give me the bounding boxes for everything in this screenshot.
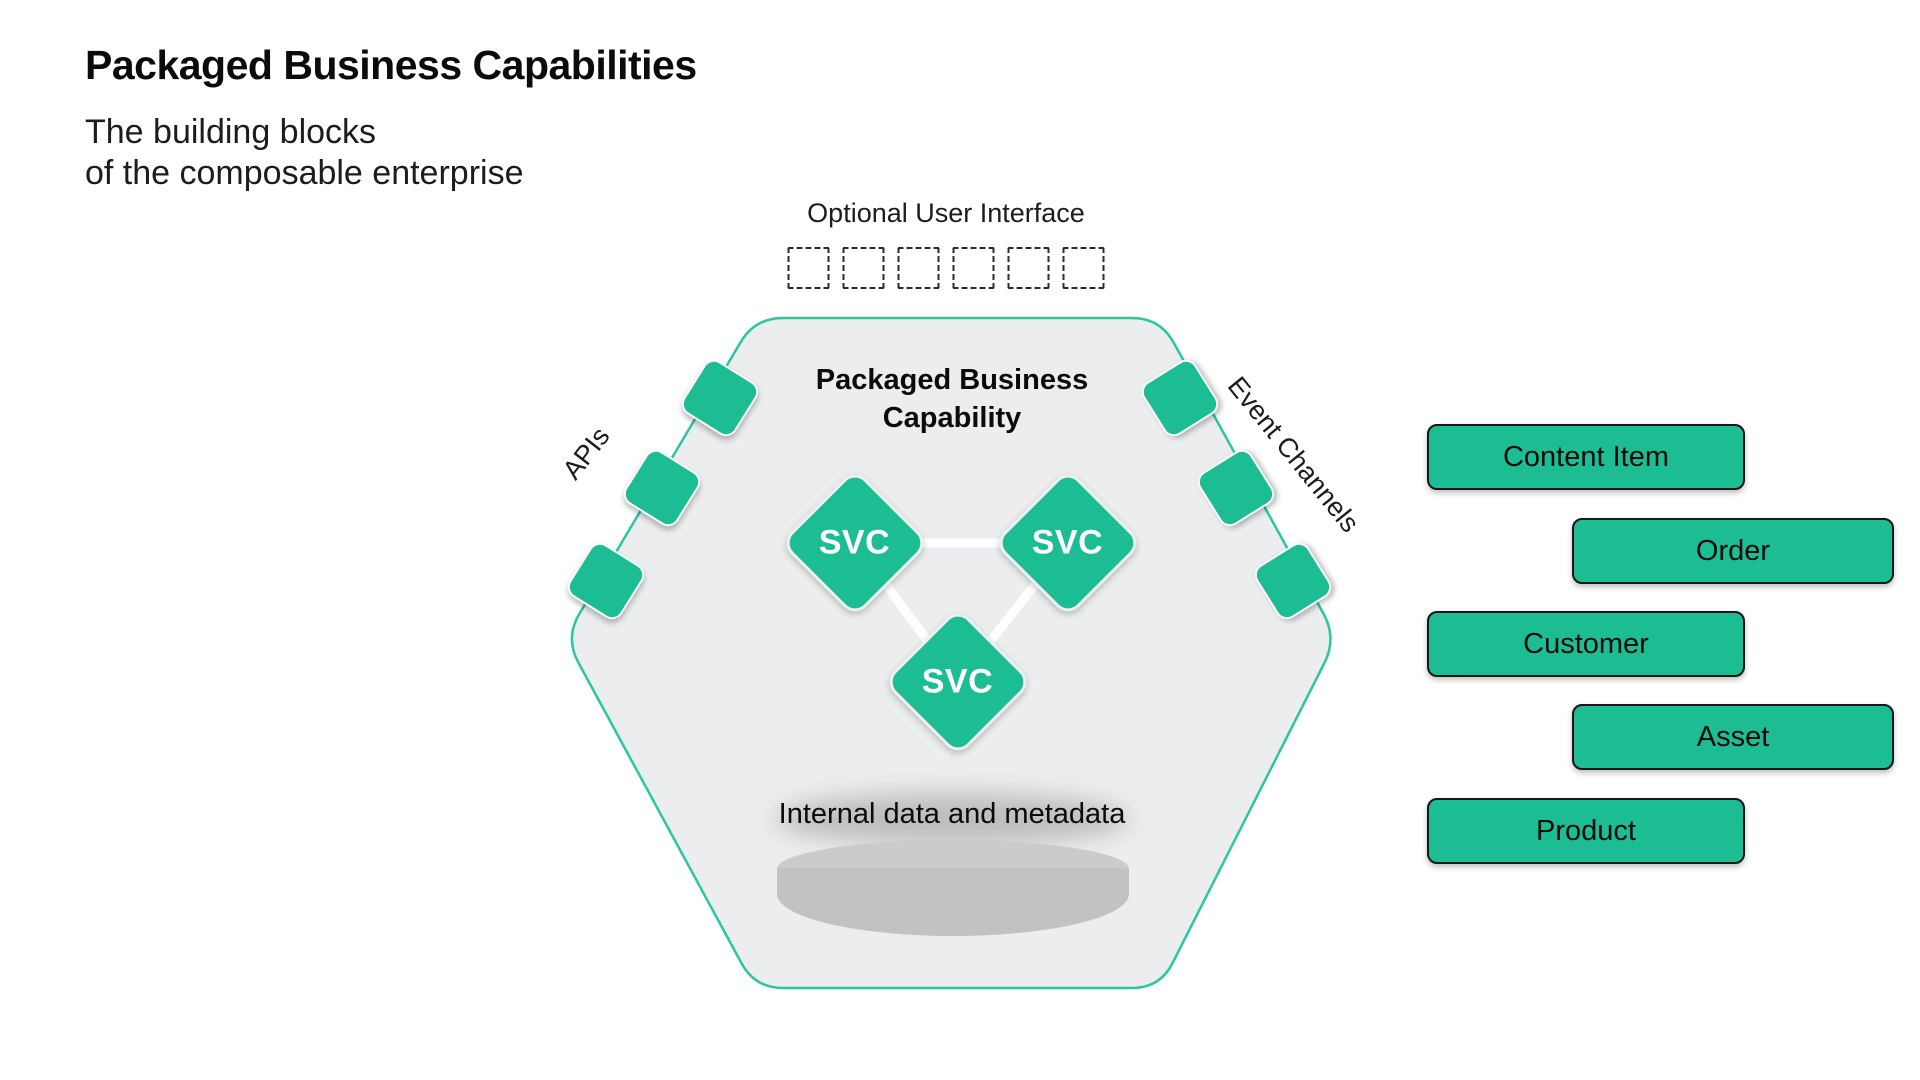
svc-label: SVC [819, 523, 891, 562]
ui-module-slot [787, 247, 830, 289]
svc-label: SVC [922, 662, 994, 701]
ui-module-slot [952, 247, 995, 289]
page-subtitle-line-2: of the composable enterprise [85, 154, 524, 193]
capability-card-asset: Asset [1572, 704, 1894, 770]
page-title: Packaged Business Capabilities [85, 42, 697, 88]
optional-ui-label: Optional User Interface [807, 198, 1085, 228]
optional-ui-slots [787, 247, 1105, 289]
capability-card-label: Product [1536, 814, 1636, 847]
page-subtitle-line-1: The building blocks [85, 113, 377, 151]
svc-label: SVC [1032, 523, 1104, 562]
capability-card-content-item: Content Item [1427, 424, 1745, 490]
ui-module-slot [842, 247, 885, 289]
ui-module-slot [897, 247, 940, 289]
pbc-title-line-1: Packaged Business [815, 364, 1089, 396]
pbc-title: Packaged Business Capability [816, 362, 1088, 437]
capability-card-label: Order [1695, 534, 1771, 567]
pbc-title-line-2: Capability [882, 401, 1022, 434]
page-subtitle: The building blocks of the composable en… [85, 112, 523, 195]
cylinder-shadow [775, 793, 1129, 845]
ui-module-slot [1007, 247, 1050, 289]
capability-card-label: Customer [1523, 627, 1649, 660]
capability-card-order: Order [1572, 518, 1894, 584]
capability-card-label: Content Item [1502, 440, 1670, 473]
data-cylinder-body [777, 868, 1129, 936]
internal-data-label: Internal data and metadata [778, 798, 1126, 830]
capability-card-customer: Customer [1427, 611, 1745, 677]
ui-module-slot [1062, 247, 1105, 289]
capability-card-product: Product [1427, 798, 1745, 864]
capability-card-label: Asset [1696, 720, 1770, 753]
